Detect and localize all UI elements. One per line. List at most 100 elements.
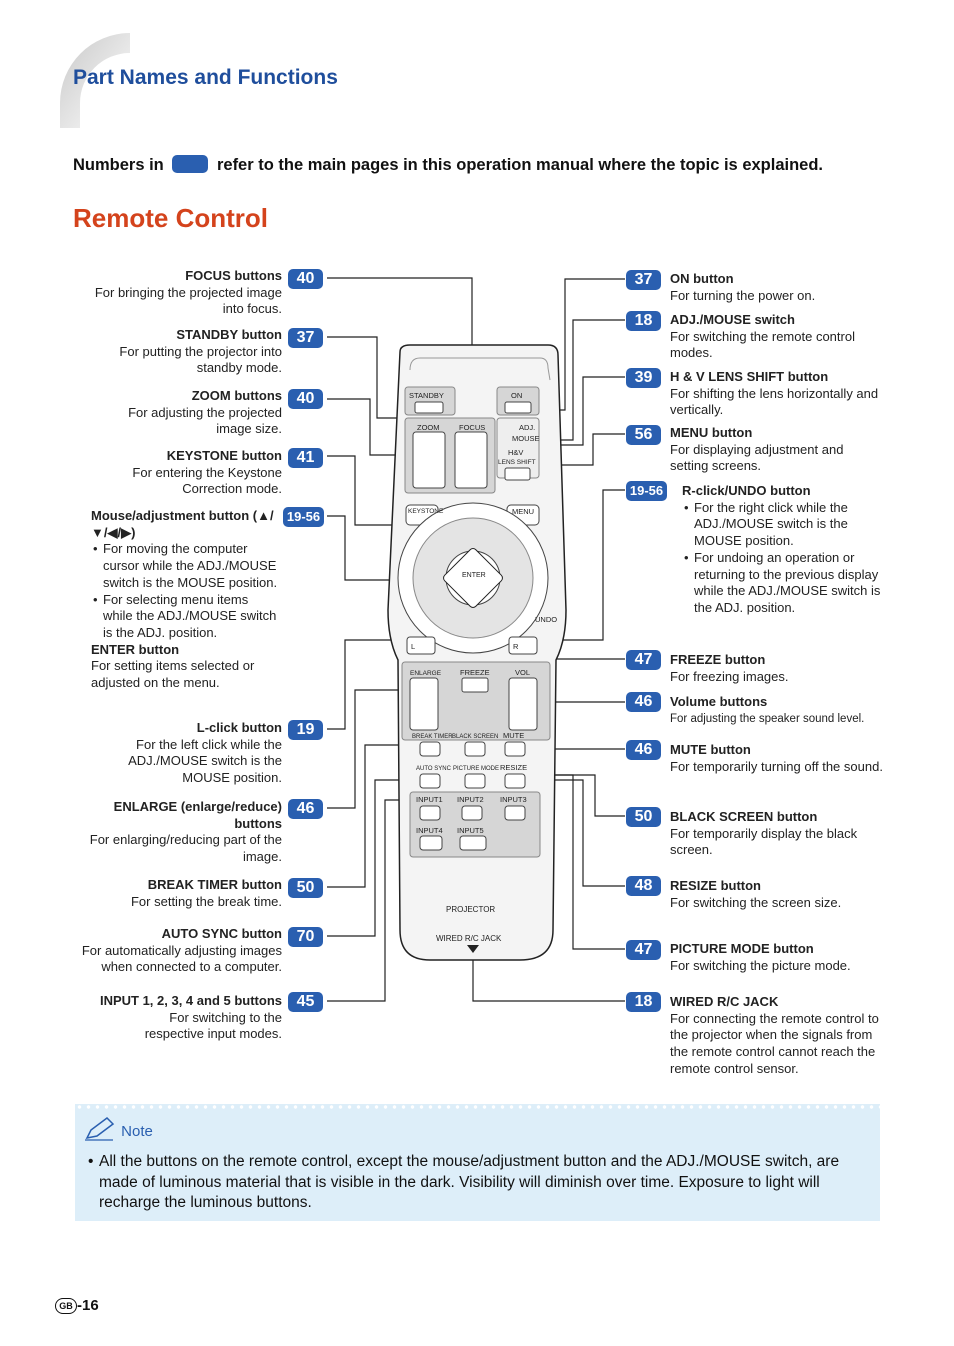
label-desc: For freezing images. xyxy=(670,668,789,684)
label-title: H & V LENS SHIFT button xyxy=(670,369,829,384)
label-title: KEYSTONE button xyxy=(166,448,282,463)
label-subtitle: ENTER button xyxy=(91,641,180,657)
label-desc: For switching the remote control modes. xyxy=(670,328,855,361)
remote-hv-label: H&V xyxy=(508,448,523,457)
remote-l-label: L xyxy=(411,642,415,651)
label-desc: For automatically adjusting images when … xyxy=(81,942,282,975)
remote-r-label: R xyxy=(513,642,519,651)
label-mouse-adjustment-button: Mouse/adjustment button (▲/▼/◀/▶) For mo… xyxy=(91,508,281,692)
page-number-badge-sample xyxy=(172,155,209,173)
page-link-badge[interactable]: 40 xyxy=(288,269,323,289)
page-link-badge[interactable]: 45 xyxy=(288,992,323,1012)
label-keystone-button: KEYSTONE button For entering the Keyston… xyxy=(100,448,282,498)
label-standby-button: STANDBY button For putting the projector… xyxy=(100,327,282,377)
remote-freeze-label: FREEZE xyxy=(460,668,490,677)
remote-projector-label: PROJECTOR xyxy=(446,905,495,914)
section-title: Part Names and Functions xyxy=(73,66,338,89)
label-desc: For adjusting the projected image size. xyxy=(128,404,282,437)
bullet-item: For undoing an operation or returning to… xyxy=(684,550,887,617)
page-link-badge[interactable]: 19-56 xyxy=(283,507,324,527)
label-focus-buttons: FOCUS buttons For bringing the projected… xyxy=(60,268,282,318)
label-volume-buttons: Volume buttons For adjusting the speaker… xyxy=(670,694,895,727)
label-lens-shift-button: H & V LENS SHIFT button For shifting the… xyxy=(670,369,885,419)
label-desc: For connecting the remote control to the… xyxy=(670,1010,879,1076)
page-link-badge[interactable]: 18 xyxy=(626,311,661,331)
page-link-badge[interactable]: 37 xyxy=(288,328,323,348)
page-link-badge[interactable]: 70 xyxy=(288,927,323,947)
bullet-item: For the right click while the ADJ./MOUSE… xyxy=(684,500,887,550)
page-link-badge[interactable]: 19-56 xyxy=(626,481,667,501)
label-title: ADJ./MOUSE switch xyxy=(670,312,795,327)
label-r-click-undo-button: R-click/UNDO button For the right click … xyxy=(682,483,887,617)
remote-input3-label: INPUT3 xyxy=(500,795,527,804)
label-title: PICTURE MODE button xyxy=(670,941,814,956)
page-link-badge[interactable]: 18 xyxy=(626,992,661,1012)
label-wired-rc-jack: WIRED R/C JACK For connecting the remote… xyxy=(670,994,885,1078)
label-title: BREAK TIMER button xyxy=(147,877,282,892)
label-desc: For adjusting the speaker sound level. xyxy=(670,712,865,725)
label-title: BLACK SCREEN button xyxy=(670,809,818,824)
label-adj-mouse-switch: ADJ./MOUSE switch For switching the remo… xyxy=(670,312,885,362)
remote-labels: STANDBY ON ZOOM FOCUS ADJ. MOUSE H&V LEN… xyxy=(408,391,557,943)
label-break-timer-button: BREAK TIMER button For setting the break… xyxy=(80,877,282,910)
page-link-badge[interactable]: 50 xyxy=(626,807,661,827)
label-input-buttons: INPUT 1, 2, 3, 4 and 5 buttons For switc… xyxy=(60,993,282,1043)
page-link-badge[interactable]: 40 xyxy=(288,389,323,409)
note-dotted-border xyxy=(75,1103,880,1113)
remote-keystone-label: KEYSTONE xyxy=(408,508,444,515)
label-desc: For temporarily turning off the sound. xyxy=(670,758,883,774)
remote-wired-jack-label: WIRED R/C JACK xyxy=(436,934,502,943)
remote-menu-label: MENU xyxy=(512,507,534,516)
remote-zoom-label: ZOOM xyxy=(417,423,440,432)
label-desc: For displaying adjustment and setting sc… xyxy=(670,441,844,474)
remote-picture-mode-label: PICTURE MODE xyxy=(453,766,499,772)
remote-resize-label: RESIZE xyxy=(500,763,527,772)
label-desc: For shifting the lens horizontally and v… xyxy=(670,385,879,418)
remote-enlarge-label: ENLARGE xyxy=(410,670,442,677)
intro-text: Numbers in refer to the main pages in th… xyxy=(73,155,823,175)
page-link-badge[interactable]: 19 xyxy=(288,720,323,740)
label-title: FREEZE button xyxy=(670,652,766,667)
page-link-badge[interactable]: 47 xyxy=(626,940,661,960)
page-link-badge[interactable]: 48 xyxy=(626,876,661,896)
page-link-badge[interactable]: 46 xyxy=(626,740,661,760)
label-desc: For turning the power on. xyxy=(670,287,816,303)
page-link-badge[interactable]: 37 xyxy=(626,270,661,290)
page-link-badge[interactable]: 47 xyxy=(626,650,661,670)
bullet-item: For moving the computer cursor while the… xyxy=(93,541,281,591)
page-link-badge[interactable]: 46 xyxy=(288,799,323,819)
page-number-text: -16 xyxy=(77,1297,99,1314)
label-title: ZOOM buttons xyxy=(191,388,282,403)
label-desc: For switching to the respective input mo… xyxy=(144,1009,282,1042)
remote-break-timer-label: BREAK TIMER xyxy=(412,734,453,740)
header-arc xyxy=(60,33,130,128)
page-link-badge[interactable]: 50 xyxy=(288,878,323,898)
label-freeze-button: FREEZE button For freezing images. xyxy=(670,652,885,685)
remote-adj-label: ADJ. xyxy=(519,423,535,432)
label-menu-button: MENU button For displaying adjustment an… xyxy=(670,425,885,475)
remote-standby-label: STANDBY xyxy=(409,391,444,400)
label-desc: For putting the projector into standby m… xyxy=(119,343,282,376)
page-link-badge[interactable]: 46 xyxy=(626,692,661,712)
label-desc: For setting items selected or adjusted o… xyxy=(91,658,255,691)
label-title: INPUT 1, 2, 3, 4 and 5 buttons xyxy=(99,993,282,1008)
label-on-button: ON button For turning the power on. xyxy=(670,271,885,304)
label-desc: For the left click while the ADJ./MOUSE … xyxy=(128,736,282,786)
label-enlarge-buttons: ENLARGE (enlarge/reduce) buttons For enl… xyxy=(60,799,282,866)
remote-input4-label: INPUT4 xyxy=(416,826,443,835)
remote-vol-label: VOL xyxy=(515,668,530,677)
label-title: Mouse/adjustment button (▲/▼/◀/▶) xyxy=(91,508,274,540)
note-item: All the buttons on the remote control, e… xyxy=(88,1152,873,1214)
page-link-badge[interactable]: 56 xyxy=(626,425,661,445)
label-mute-button: MUTE button For temporarily turning off … xyxy=(670,742,885,775)
bullet-item: For selecting menu items while the ADJ./… xyxy=(93,592,281,642)
label-black-screen-button: BLACK SCREEN button For temporarily disp… xyxy=(670,809,885,859)
label-title: AUTO SYNC button xyxy=(161,926,282,941)
label-resize-button: RESIZE button For switching the screen s… xyxy=(670,878,885,911)
page-link-badge[interactable]: 39 xyxy=(626,368,661,388)
label-title: MENU button xyxy=(670,425,753,440)
note-body: All the buttons on the remote control, e… xyxy=(88,1152,873,1214)
page-link-badge[interactable]: 41 xyxy=(288,448,323,468)
remote-input1-label: INPUT1 xyxy=(416,795,443,804)
intro-after: refer to the main pages in this operatio… xyxy=(216,156,824,174)
